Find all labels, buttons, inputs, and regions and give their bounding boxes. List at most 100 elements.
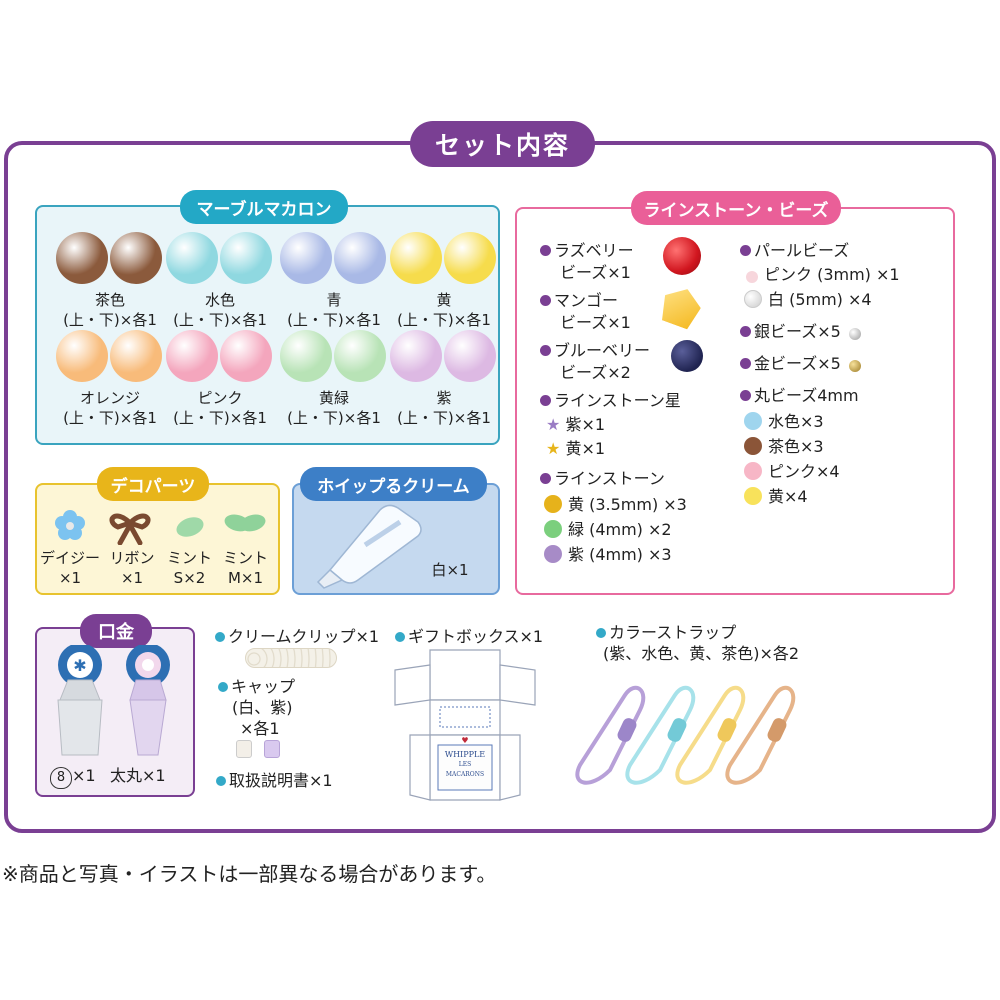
disclaimer-note: ※商品と写真・イラストは一部異なる場合があります。	[2, 862, 497, 886]
nozzle-header: 口金	[80, 614, 152, 648]
ribbon-label: リボン×1	[109, 549, 155, 587]
blueberry-item: ブルーベリー	[540, 340, 687, 362]
bullet-icon	[218, 682, 228, 692]
giftbox-icon: ♥	[394, 649, 536, 801]
bullet-icon	[540, 345, 551, 356]
round-title: 丸ビーズ4mm	[740, 385, 900, 407]
star-purple: ★ 紫×1	[546, 415, 606, 434]
stone-purple: 紫 (4mm) ×3	[540, 544, 687, 566]
rhinestone-header: ラインストーン・ビーズ	[631, 191, 841, 225]
star-nozzle-icon: ✱	[57, 645, 103, 756]
deco-panel	[35, 483, 280, 595]
round-yellow: 黄×4	[740, 486, 900, 508]
pearl-white: 白 (5mm) ×4	[740, 289, 900, 311]
cap-colors: (白、紫)	[232, 698, 293, 717]
deco-header: デコパーツ	[97, 467, 209, 501]
rhinestone-left-column: ラズベリー ビーズ×1 マンゴー ビーズ×1 ブルーベリー ビーズ×2 ラインス…	[540, 240, 687, 566]
pearl-title: パールビーズ	[740, 240, 900, 262]
macaron-icon	[334, 232, 386, 284]
bullet-icon	[540, 473, 551, 484]
macaron-label: 黄緑(上・下)×各1	[287, 389, 381, 427]
cap-label: キャップ	[218, 676, 295, 698]
whip-header: ホイップるクリーム	[300, 467, 487, 501]
manual-label: 取扱説明書×1	[216, 770, 333, 792]
nozzle-number-badge: 8	[50, 767, 72, 789]
star-nozzle-label: 8×1	[50, 765, 96, 789]
svg-text:♥: ♥	[461, 736, 468, 745]
pearl-icon	[744, 290, 762, 308]
raspberry-qty: ビーズ×1	[560, 263, 631, 282]
stone-icon	[544, 520, 562, 538]
star-yellow: ★ 黄×1	[546, 439, 606, 458]
round-brown: 茶色×3	[740, 436, 900, 458]
star-icon: ★	[546, 415, 561, 434]
bullet-icon	[395, 632, 405, 642]
bullet-icon	[596, 628, 606, 638]
rhinestone-right-column: パールビーズ ピンク (3mm) ×1 白 (5mm) ×4 銀ビーズ×5 金ビ…	[740, 240, 900, 508]
silver-beads: 銀ビーズ×5	[740, 321, 900, 343]
round-nozzle-label: 太丸×1	[110, 766, 166, 785]
stone-yellow: 黄 (3.5mm) ×3	[540, 494, 687, 516]
stone-icon	[544, 545, 562, 563]
page-title: セット内容	[410, 121, 595, 167]
daisy-icon	[55, 510, 85, 540]
whip-qty: 白×1	[431, 561, 469, 579]
macaron-label: オレンジ(上・下)×各1	[63, 389, 157, 427]
macaron-icon	[56, 330, 108, 382]
gold-beads: 金ビーズ×5	[740, 353, 900, 375]
bullet-icon	[740, 326, 751, 337]
blueberry-bead-icon	[671, 340, 703, 372]
macaron-icon	[110, 330, 162, 382]
bullet-icon	[215, 632, 225, 642]
macaron-label: ピンク(上・下)×各1	[173, 389, 267, 427]
macaron-label: 紫(上・下)×各1	[397, 389, 491, 427]
gold-bead-icon	[848, 360, 861, 372]
stone-green: 緑 (4mm) ×2	[540, 519, 687, 541]
round-pink: ピンク×4	[740, 461, 900, 483]
bullet-icon	[740, 245, 751, 256]
bullet-icon	[740, 390, 751, 401]
giftbox-label: ギフトボックス×1	[395, 626, 543, 648]
round-bead-icon	[744, 412, 762, 430]
bullet-icon	[740, 358, 751, 369]
macaron-icon	[110, 232, 162, 284]
cream-clip-label: クリームクリップ×1	[215, 626, 379, 648]
cap-white-icon	[236, 740, 252, 758]
mint-medium-icon	[224, 514, 266, 532]
macaron-icon	[444, 330, 496, 382]
silver-bead-icon	[848, 328, 861, 340]
star-title: ラインストーン星	[540, 390, 687, 412]
bullet-icon	[540, 295, 551, 306]
macaron-icon	[334, 330, 386, 382]
bullet-icon	[540, 245, 551, 256]
macaron-icon	[390, 232, 442, 284]
round-lightblue: 水色×3	[740, 411, 900, 433]
mango-item: マンゴー	[540, 290, 687, 312]
pearl-icon	[746, 271, 758, 283]
cap-qty: ×各1	[240, 719, 280, 738]
cream-clip-icon	[245, 648, 337, 668]
macaron-icon	[166, 330, 218, 382]
macaron-icon	[444, 232, 496, 284]
pearl-pink: ピンク (3mm) ×1	[740, 264, 900, 286]
daisy-label: デイジー×1	[40, 549, 101, 587]
round-bead-icon	[744, 437, 762, 455]
star-icon: ★	[546, 439, 561, 458]
cream-tube-icon	[316, 504, 422, 589]
macaron-label: 青(上・下)×各1	[287, 291, 381, 329]
macaron-icon	[280, 232, 332, 284]
round-bead-icon	[744, 462, 762, 480]
macaron-icon	[56, 232, 108, 284]
macaron-label: 茶色(上・下)×各1	[63, 291, 157, 329]
nozzles-illustration: ✱	[57, 645, 170, 756]
strap-colors: (紫、水色、黄、茶色)×各2	[603, 644, 800, 663]
macaron-icon	[166, 232, 218, 284]
ribbon-icon	[109, 513, 151, 545]
stone-title: ラインストーン	[540, 468, 687, 490]
blueberry-qty: ビーズ×2	[560, 363, 631, 382]
raspberry-item: ラズベリー	[540, 240, 687, 262]
macaron-label: 黄(上・下)×各1	[397, 291, 491, 329]
strap-label: カラーストラップ	[596, 622, 736, 644]
